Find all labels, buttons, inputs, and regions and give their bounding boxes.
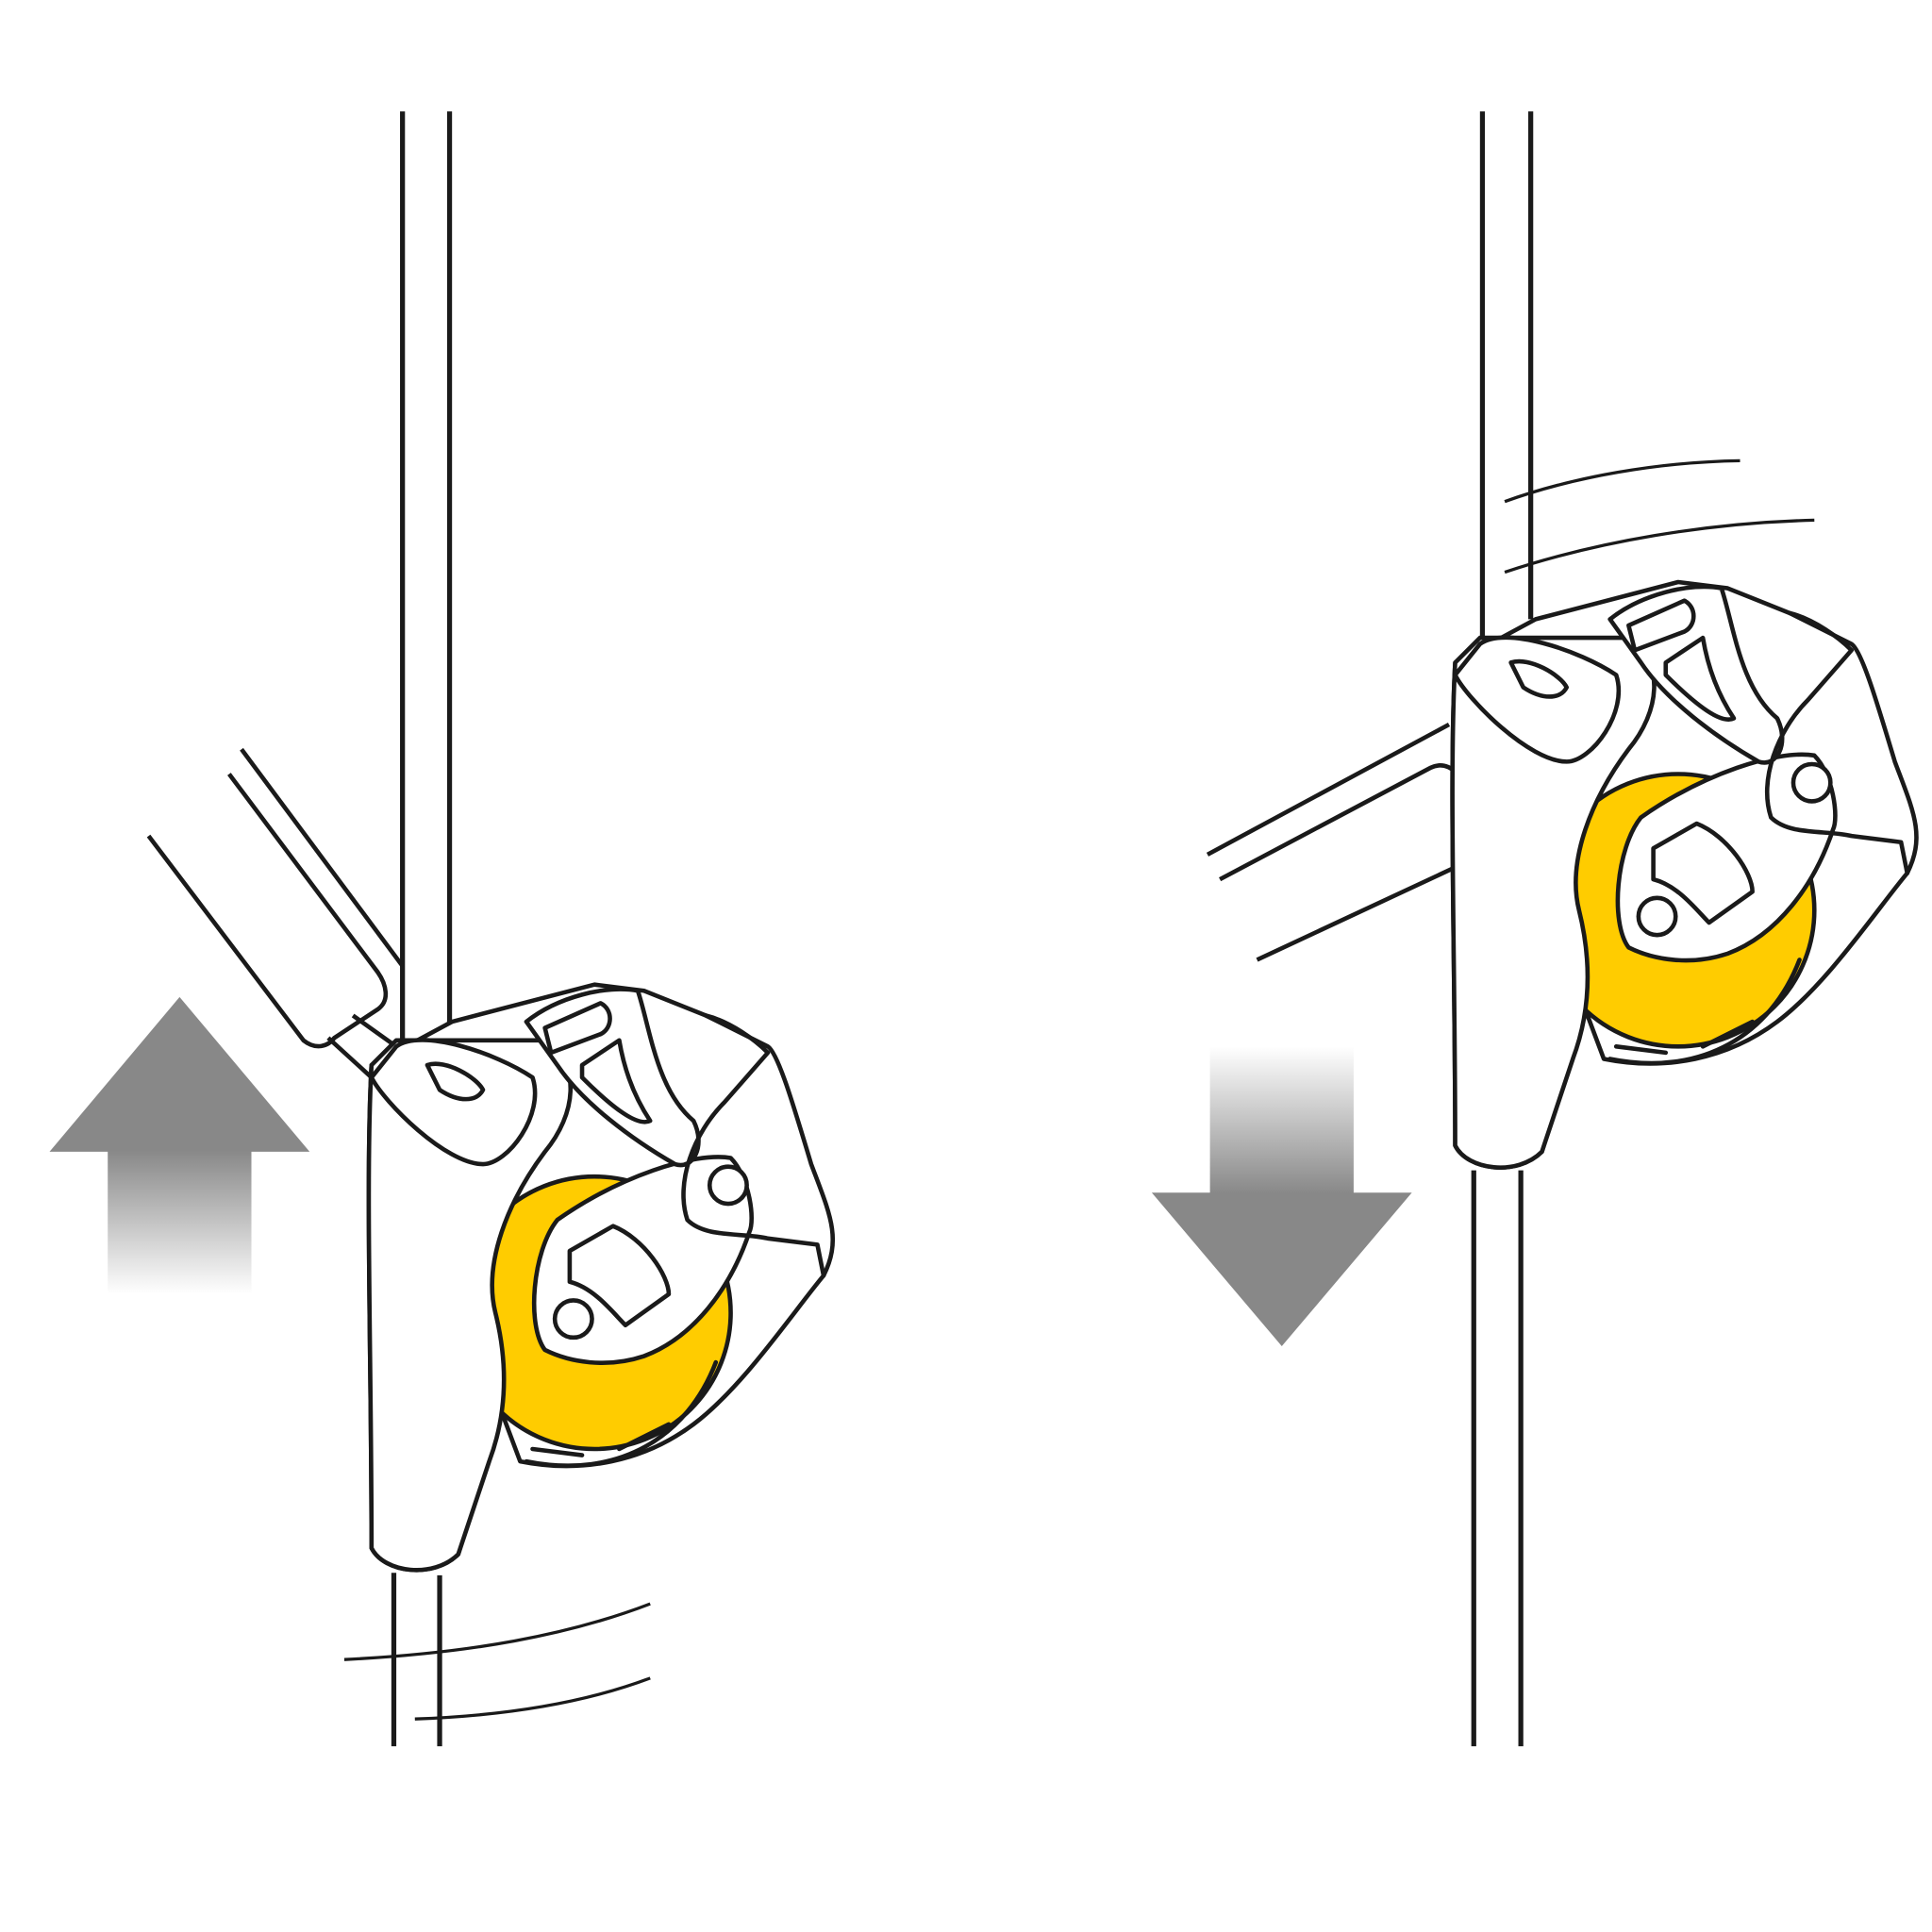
arrow-down-icon [1151,1046,1412,1347]
lanyard [1206,722,1480,962]
rope-upper [1479,111,1534,644]
rope-clamp-device [369,985,833,1571]
lanyard [146,747,405,1079]
rope-upper [400,111,453,1041]
motion-lines [343,1602,651,1721]
motion-lines [1504,458,1815,575]
rope-lower [1471,1170,1524,1747]
right-panel [1151,111,1917,1747]
arrow-up-icon [49,996,310,1294]
rope-clamp-device [1453,582,1917,1168]
left-panel [49,111,833,1747]
